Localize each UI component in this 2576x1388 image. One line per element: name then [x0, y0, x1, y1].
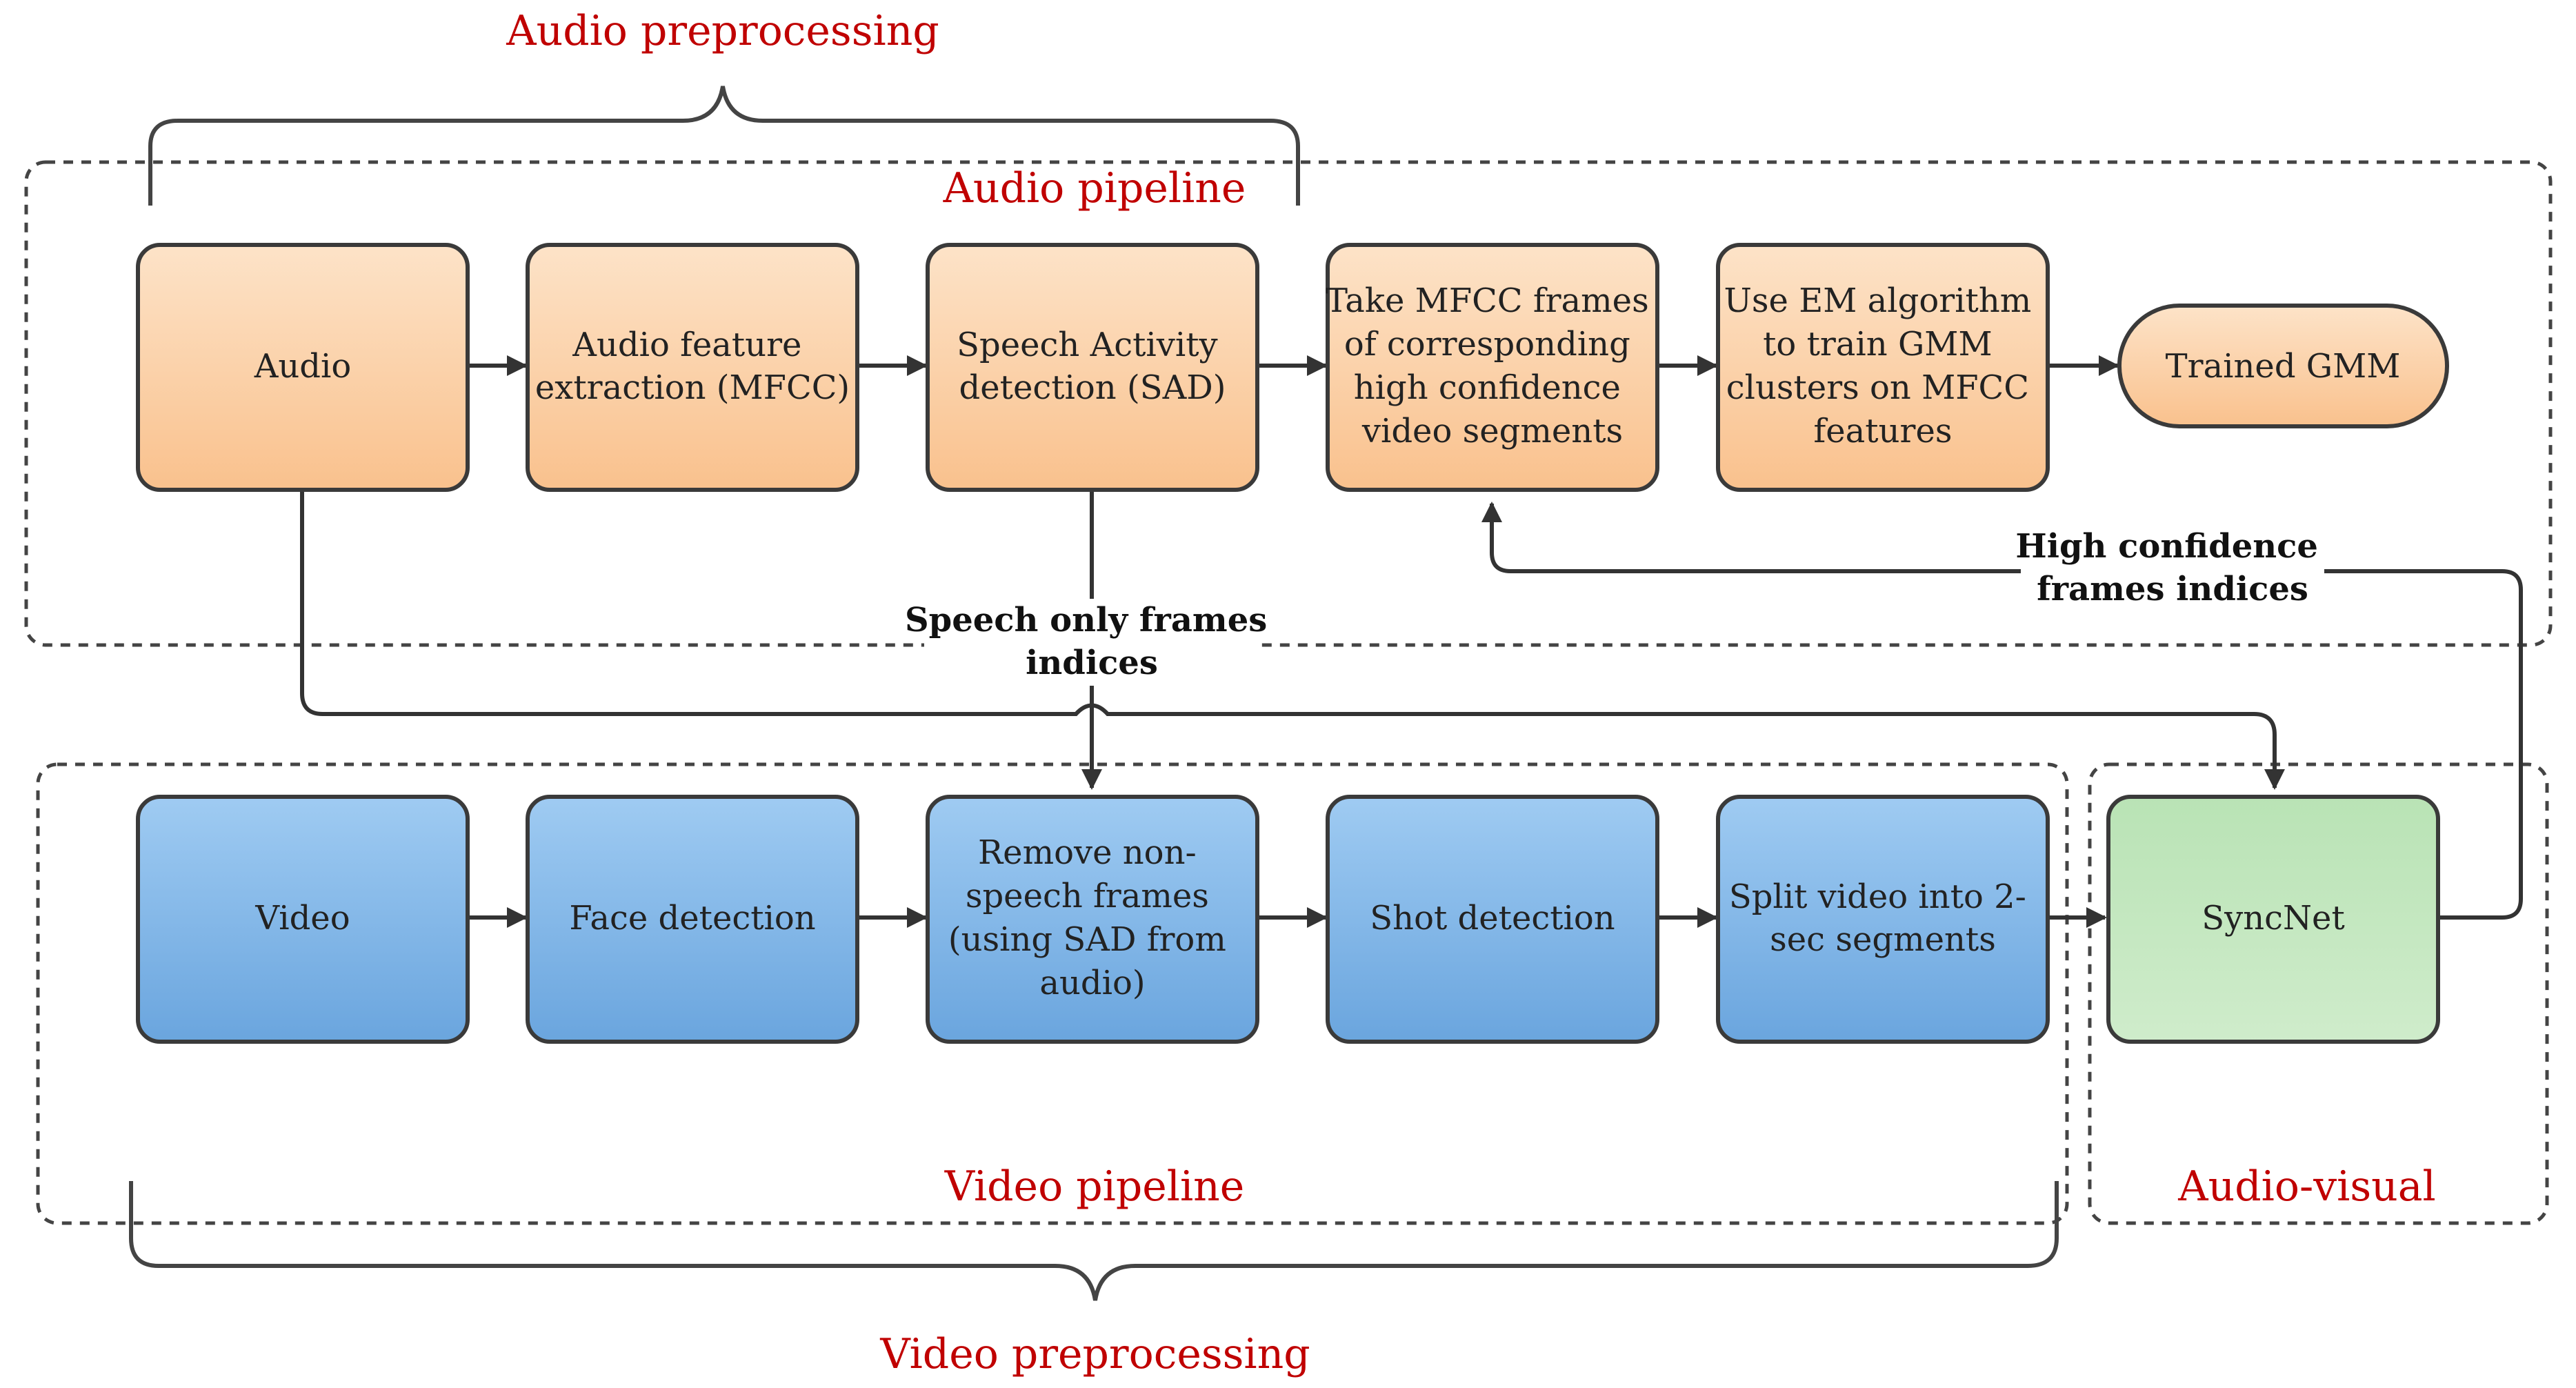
trained-gmm-line-1: Trained GMM	[2166, 347, 2401, 386]
video-box-line-1: Video	[254, 899, 350, 938]
high-confidence-line-1: High confidence	[2015, 527, 2318, 566]
sad-text: Speech Activity detection (SAD)	[957, 326, 1228, 407]
connectors	[300, 355, 2523, 928]
em-gmm-line-2: to train GMM	[1763, 325, 1992, 364]
em-gmm-line-1: Use EM algorithm	[1724, 281, 2031, 320]
audio-box-line-1: Audio	[254, 347, 352, 386]
syncnet-line-1: SyncNet	[2201, 899, 2345, 938]
split-video-box	[1716, 795, 2050, 1044]
speech-only-label-bg	[924, 599, 1259, 686]
mfcc-extraction-box	[526, 243, 859, 492]
split-video-text: Split video into 2- sec segments	[1729, 878, 2037, 959]
mfcc-extraction-text: Audio feature extraction (MFCC)	[535, 326, 850, 407]
video-preprocessing-brace	[129, 1181, 2059, 1301]
take-mfcc-line-2: of corresponding	[1344, 325, 1630, 364]
remove-nonspeech-line-3: (using SAD from	[948, 920, 1226, 959]
face-detection-box	[526, 795, 859, 1044]
video-row: Video Face detection Remove non- speech …	[136, 795, 2050, 1044]
em-gmm-box	[1716, 243, 2050, 492]
high-confidence-label: High confidence frames indices	[2015, 527, 2329, 608]
arrow-syncnet-to-takemfcc	[1481, 502, 2523, 920]
audio-visual-row: SyncNet	[2106, 795, 2440, 1044]
arrow-audio-to-syncnet	[300, 488, 2285, 790]
audio-row: Audio Audio feature extraction (MFCC) Sp…	[136, 243, 2449, 492]
sad-line-1: Speech Activity	[957, 326, 1218, 364]
shot-detection-text: Shot detection	[1370, 899, 1615, 938]
mfcc-extraction-line-2: extraction (MFCC)	[535, 368, 850, 407]
take-mfcc-line-4: video segments	[1361, 412, 1623, 450]
speech-only-line-2: indices	[1026, 644, 1158, 682]
take-mfcc-line-3: high confidence	[1354, 368, 1621, 407]
em-gmm-text: Use EM algorithm to train GMM clusters o…	[1724, 281, 2041, 450]
shot-detection-box	[1326, 795, 1659, 1044]
video-pipeline-title: Video pipeline	[944, 1162, 1245, 1211]
trained-gmm-box	[2117, 304, 2449, 428]
sad-line-2: detection (SAD)	[959, 368, 1226, 407]
sad-box	[926, 243, 1259, 492]
shot-detection-line-1: Shot detection	[1370, 899, 1615, 938]
audio-visual-title: Audio-visual	[2177, 1162, 2435, 1211]
remove-nonspeech-line-1: Remove non-	[978, 833, 1197, 872]
audio-pipeline-region	[24, 160, 2553, 647]
em-gmm-line-4: features	[1814, 412, 1953, 450]
syncnet-text: SyncNet	[2201, 899, 2345, 938]
remove-nonspeech-line-4: audio)	[1039, 964, 1145, 1002]
face-detection-line-1: Face detection	[569, 899, 815, 938]
video-pipeline-region	[36, 762, 2069, 1225]
remove-nonspeech-text: Remove non- speech frames (using SAD fro…	[948, 833, 1237, 1002]
take-mfcc-frames-box	[1326, 243, 1659, 492]
audio-preprocessing-brace	[148, 86, 1300, 206]
high-confidence-line-2: frames indices	[2037, 570, 2308, 608]
split-video-line-1: Split video into 2-	[1729, 878, 2026, 916]
video-preprocessing-label: Video preprocessing	[879, 1330, 1310, 1378]
audio-pipeline-title: Audio pipeline	[943, 164, 1246, 212]
em-gmm-line-3: clusters on MFCC	[1726, 368, 2029, 407]
syncnet-box	[2106, 795, 2440, 1044]
take-mfcc-line-1: Take MFCC frames	[1326, 281, 1649, 320]
video-box	[136, 795, 470, 1044]
trained-gmm-text: Trained GMM	[2166, 347, 2401, 386]
mfcc-extraction-line-1: Audio feature	[572, 326, 801, 364]
split-video-line-2: sec segments	[1770, 920, 1996, 959]
speech-only-label: Speech only frames indices	[905, 601, 1279, 682]
audio-preprocessing-label: Audio preprocessing	[506, 7, 939, 55]
remove-nonspeech-box	[926, 795, 1259, 1044]
audio-box	[136, 243, 470, 492]
remove-nonspeech-line-2: speech frames	[966, 877, 1209, 915]
speech-only-line-1: Speech only frames	[905, 601, 1267, 640]
audio-box-text: Audio	[254, 347, 352, 386]
face-detection-text: Face detection	[569, 899, 815, 938]
video-box-text: Video	[254, 899, 350, 938]
high-confidence-label-bg	[2021, 524, 2324, 617]
take-mfcc-frames-text: Take MFCC frames of corresponding high c…	[1326, 281, 1659, 450]
